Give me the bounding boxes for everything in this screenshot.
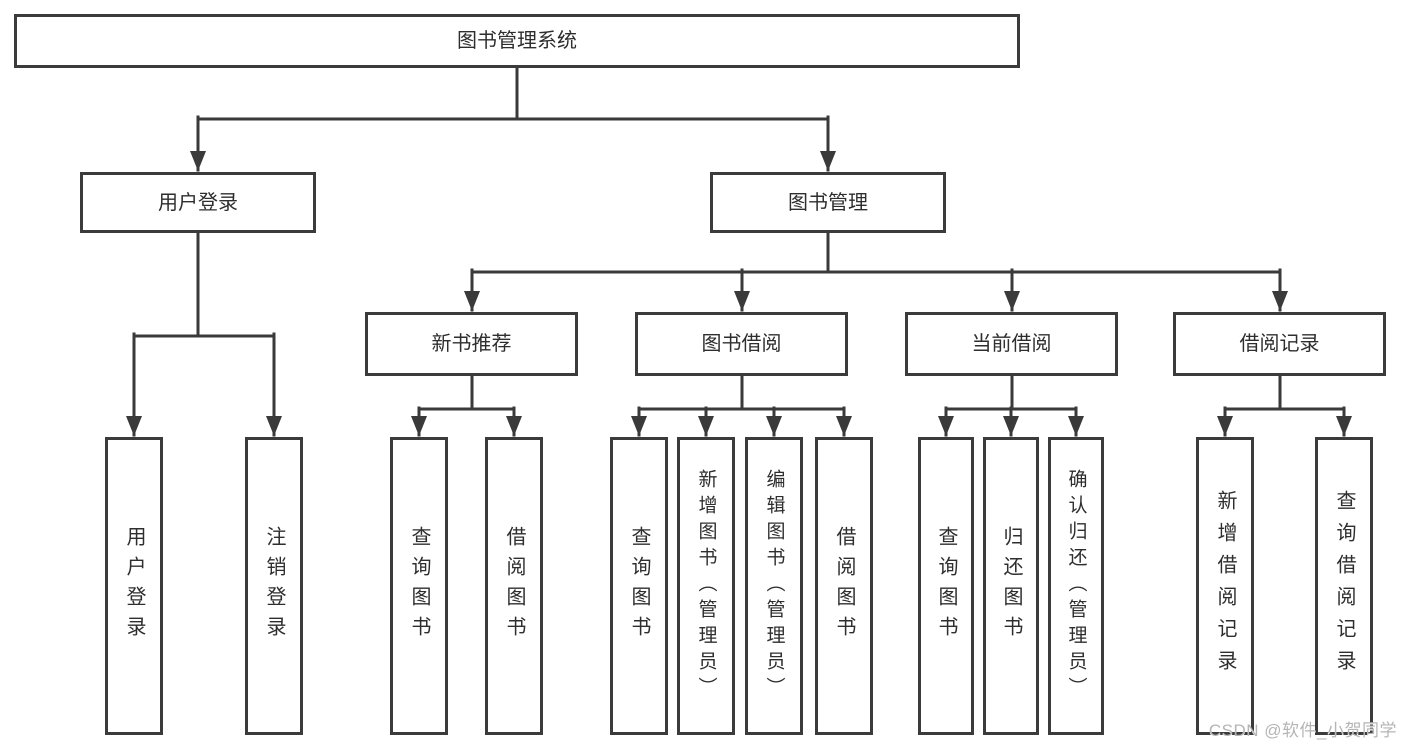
leaf-query-books-borrow-label: 查询图书 bbox=[628, 526, 650, 646]
node-current-borrow: 当前借阅 bbox=[905, 312, 1118, 376]
leaf-query-books-current: 查询图书 bbox=[918, 437, 974, 735]
leaf-borrow-books-recommend: 借阅图书 bbox=[485, 437, 543, 735]
node-new-book-recommend: 新书推荐 bbox=[365, 312, 578, 376]
leaf-logout-label: 注销登录 bbox=[263, 526, 285, 646]
node-user-login-label: 用户登录 bbox=[158, 191, 238, 214]
leaf-confirm-return-admin: 确认归还（管理员） bbox=[1048, 437, 1104, 735]
leaf-add-borrow-record: 新增借阅记录 bbox=[1196, 437, 1254, 735]
leaf-borrow-books-borrow: 借阅图书 bbox=[815, 437, 873, 735]
node-root-label: 图书管理系统 bbox=[457, 30, 577, 52]
node-borrow-records: 借阅记录 bbox=[1173, 312, 1386, 376]
connector-group bbox=[126, 66, 1352, 437]
node-borrow-records-label: 借阅记录 bbox=[1239, 333, 1320, 355]
node-book-borrow: 图书借阅 bbox=[635, 312, 848, 376]
leaf-add-borrow-record-label: 新增借阅记录 bbox=[1214, 490, 1236, 682]
leaf-user-login-label: 用户登录 bbox=[123, 526, 145, 646]
leaf-edit-book-admin-label: 编辑图书（管理员） bbox=[763, 469, 785, 703]
node-book-borrow-label: 图书借阅 bbox=[701, 333, 782, 355]
leaf-query-books-recommend-label: 查询图书 bbox=[408, 526, 430, 646]
watermark: CSDN @软件_小贺同学 bbox=[1208, 721, 1397, 740]
leaf-logout: 注销登录 bbox=[245, 437, 303, 735]
leaf-add-book-admin: 新增图书（管理员） bbox=[677, 437, 735, 735]
leaf-add-book-admin-label: 新增图书（管理员） bbox=[695, 469, 717, 703]
node-book-management-label: 图书管理 bbox=[788, 191, 868, 214]
leaf-user-login: 用户登录 bbox=[105, 437, 163, 735]
node-user-login: 用户登录 bbox=[80, 172, 316, 233]
leaf-confirm-return-admin-label: 确认归还（管理员） bbox=[1065, 469, 1087, 703]
leaf-query-books-recommend: 查询图书 bbox=[390, 437, 448, 735]
node-root: 图书管理系统 bbox=[14, 14, 1020, 68]
node-current-borrow-label: 当前借阅 bbox=[971, 333, 1052, 355]
leaf-borrow-books-borrow-label: 借阅图书 bbox=[833, 526, 855, 646]
leaf-borrow-books-recommend-label: 借阅图书 bbox=[503, 526, 525, 646]
node-new-book-recommend-label: 新书推荐 bbox=[431, 333, 512, 355]
leaf-query-borrow-record-label: 查询借阅记录 bbox=[1333, 490, 1355, 682]
leaf-query-books-current-label: 查询图书 bbox=[935, 526, 957, 646]
node-book-management: 图书管理 bbox=[710, 172, 946, 233]
leaf-query-borrow-record: 查询借阅记录 bbox=[1315, 437, 1373, 735]
leaf-query-books-borrow: 查询图书 bbox=[610, 437, 668, 735]
leaf-return-book: 归还图书 bbox=[983, 437, 1039, 735]
leaf-edit-book-admin: 编辑图书（管理员） bbox=[745, 437, 803, 735]
leaf-return-book-label: 归还图书 bbox=[1000, 526, 1022, 646]
